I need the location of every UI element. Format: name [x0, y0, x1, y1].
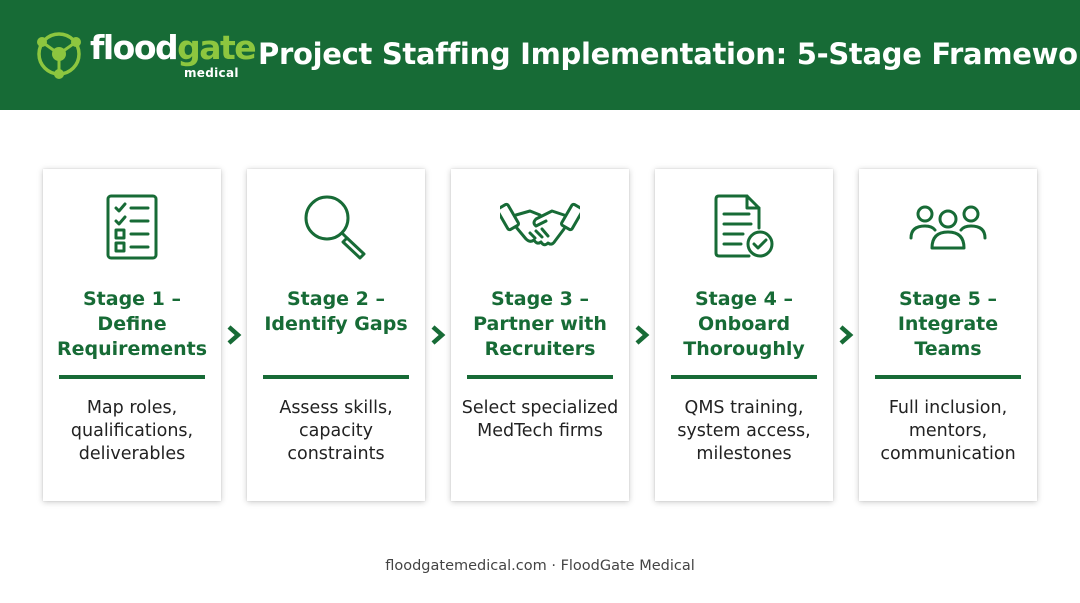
- stage-title: Stage 3 – Partner with Recruiters: [473, 288, 607, 360]
- logo-word-gate: gate: [177, 28, 257, 67]
- divider: [467, 375, 613, 379]
- logo-wordmark: floodgate: [90, 28, 257, 68]
- chevron-right-icon: [431, 325, 446, 345]
- page-title: Project Staffing Implementation: 5-Stage…: [258, 37, 1080, 71]
- stage-card-1: Stage 1 – Define Requirements Map roles,…: [43, 169, 221, 501]
- stage-card-3: Stage 3 – Partner with Recruiters Select…: [451, 169, 629, 501]
- divider: [263, 375, 409, 379]
- header-bar: floodgate medical Project Staffing Imple…: [0, 0, 1080, 110]
- checklist-icon: [92, 193, 172, 261]
- logo-subtitle: medical: [184, 66, 239, 80]
- stage-card-5: Stage 5 – Integrate Teams Full inclusion…: [859, 169, 1037, 501]
- divider: [59, 375, 205, 379]
- stage-description: QMS training, system access, milestones: [677, 398, 811, 464]
- handshake-icon: [500, 193, 580, 261]
- chevron-right-icon: [635, 325, 650, 345]
- document-check-icon: [704, 193, 784, 261]
- divider: [875, 375, 1021, 379]
- footer-credit: floodgatemedical.com · FloodGate Medical: [385, 558, 695, 574]
- magnifier-icon: [296, 193, 376, 261]
- team-icon: [908, 193, 988, 261]
- stage-description: Map roles, qualifications, deliverables: [70, 398, 194, 464]
- logo-word-flood: flood: [90, 28, 179, 67]
- stage-card-4: Stage 4 – Onboard Thoroughly QMS trainin…: [655, 169, 833, 501]
- stage-card-2: Stage 2 – Identify Gaps Assess skills, c…: [247, 169, 425, 501]
- stage-title: Stage 4 – Onboard Thoroughly: [683, 288, 805, 360]
- molecule-logo-icon: [37, 32, 81, 79]
- stage-title: Stage 1 – Define Requirements: [56, 288, 207, 360]
- floodgate-logo: floodgate medical: [32, 26, 257, 84]
- chevron-right-icon: [839, 325, 854, 345]
- stage-description: Full inclusion, mentors, communication: [880, 398, 1016, 464]
- divider: [671, 375, 817, 379]
- stage-title: Stage 2 – Identify Gaps: [264, 288, 408, 335]
- stage-title: Stage 5 – Integrate Teams: [897, 288, 999, 360]
- chevron-right-icon: [227, 325, 242, 345]
- stage-description: Select specialized MedTech firms: [461, 398, 619, 441]
- stage-description: Assess skills, capacity constraints: [279, 398, 393, 464]
